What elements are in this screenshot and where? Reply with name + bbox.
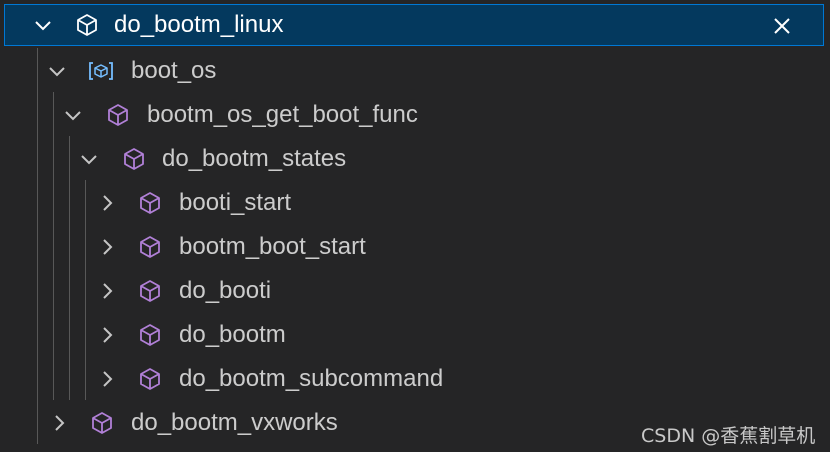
tree-item-label: boot_os <box>131 57 217 84</box>
tree-item-label: do_bootm_states <box>162 145 347 172</box>
symbol-method-icon <box>137 234 163 260</box>
symbol-array-icon <box>88 58 114 84</box>
symbol-method-icon <box>137 190 163 216</box>
chevron-down-icon[interactable] <box>78 148 100 170</box>
tree-item-label: booti_start <box>179 189 292 216</box>
symbol-method-icon <box>137 278 163 304</box>
tree-item-label: do_bootm_vxworks <box>131 409 338 436</box>
indent-guide <box>69 136 70 400</box>
tree-item[interactable]: do_bootm_subcommand <box>0 357 830 401</box>
symbol-method-icon <box>137 322 163 348</box>
tree-item[interactable]: booti_start <box>0 181 830 225</box>
tree-item-label: do_bootm_linux <box>114 11 284 38</box>
tree-item-label: bootm_boot_start <box>179 233 366 260</box>
tree-item[interactable]: do_bootm <box>0 313 830 357</box>
tree-item-label: do_bootm_subcommand <box>179 365 444 392</box>
chevron-right-icon[interactable] <box>96 236 118 258</box>
symbol-method-icon <box>137 366 163 392</box>
chevron-right-icon[interactable] <box>96 192 118 214</box>
chevron-right-icon[interactable] <box>96 368 118 390</box>
symbol-method-icon <box>121 146 147 172</box>
tree-item[interactable]: boot_os <box>0 49 830 93</box>
close-icon[interactable] <box>769 13 795 39</box>
indent-guide <box>37 48 38 444</box>
symbol-method-icon <box>89 410 115 436</box>
chevron-right-icon[interactable] <box>96 280 118 302</box>
tree-item[interactable]: bootm_boot_start <box>0 225 830 269</box>
tree-item[interactable]: do_bootm_vxworks <box>0 401 830 445</box>
tree-item[interactable]: do_booti <box>0 269 830 313</box>
tree-item-label: do_booti <box>179 277 272 304</box>
tree-item[interactable]: bootm_os_get_boot_func <box>0 93 830 137</box>
tree-item[interactable]: do_bootm_states <box>0 137 830 181</box>
watermark: CSDN @香蕉割草机 <box>641 425 816 447</box>
indent-guide <box>53 92 54 400</box>
tree-item-label: do_bootm <box>179 321 286 348</box>
tree-item-label: bootm_os_get_boot_func <box>147 101 418 128</box>
tree-item-root[interactable]: do_bootm_linux <box>4 4 824 46</box>
symbol-method-icon <box>105 102 131 128</box>
indent-guide <box>85 180 86 400</box>
chevron-down-icon[interactable] <box>32 14 54 36</box>
chevron-down-icon[interactable] <box>46 60 68 82</box>
chevron-down-icon[interactable] <box>62 104 84 126</box>
chevron-right-icon[interactable] <box>48 412 70 434</box>
chevron-right-icon[interactable] <box>96 324 118 346</box>
symbol-method-icon <box>74 12 100 38</box>
